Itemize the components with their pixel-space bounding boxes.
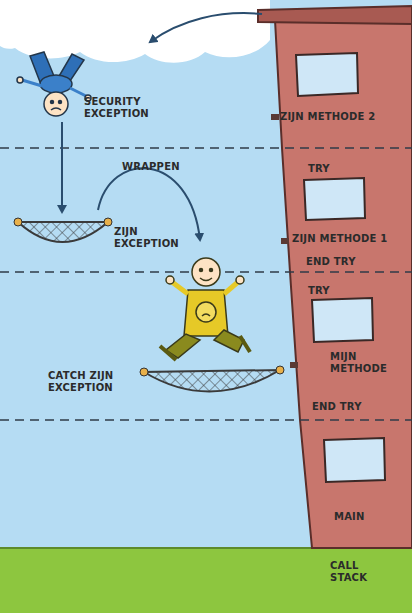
- falling-person: [17, 52, 91, 116]
- safety-net: [14, 218, 112, 242]
- stack-frame-label: MAIN: [334, 511, 394, 523]
- parapet: [258, 6, 412, 24]
- stack-frame-label: END TRY: [306, 256, 386, 268]
- grass: [0, 548, 412, 613]
- annotation-label: SECURITY EXCEPTION: [84, 96, 174, 120]
- annotation-label: ZIJN EXCEPTION: [114, 226, 184, 250]
- call-stack-building: ZIJN METHODE 2 TRY ZIJN METHODE 1 END TRY TR…: [272, 8, 412, 548]
- safety-net: [140, 366, 284, 392]
- annotation-label: CATCH ZIJN EXCEPTION: [48, 370, 140, 394]
- stack-frame-label: END TRY: [312, 401, 392, 413]
- annotation-label: WRAPPEN: [122, 161, 202, 173]
- fall-arrow: [150, 13, 262, 42]
- annotation-label: CALL STACK: [330, 560, 390, 584]
- stack-frame-label: TRY: [308, 163, 368, 175]
- stack-frame-label: TRY: [308, 285, 368, 297]
- stack-frame-label: MIJN METHODE: [330, 351, 392, 375]
- drop-arrow: [61, 122, 63, 212]
- stack-frame-label: ZIJN METHODE 1: [292, 233, 412, 245]
- building: [275, 14, 412, 548]
- jumping-person: [160, 258, 250, 360]
- wrap-arrow: [98, 168, 200, 240]
- stack-frame-label: ZIJN METHODE 2: [280, 111, 412, 123]
